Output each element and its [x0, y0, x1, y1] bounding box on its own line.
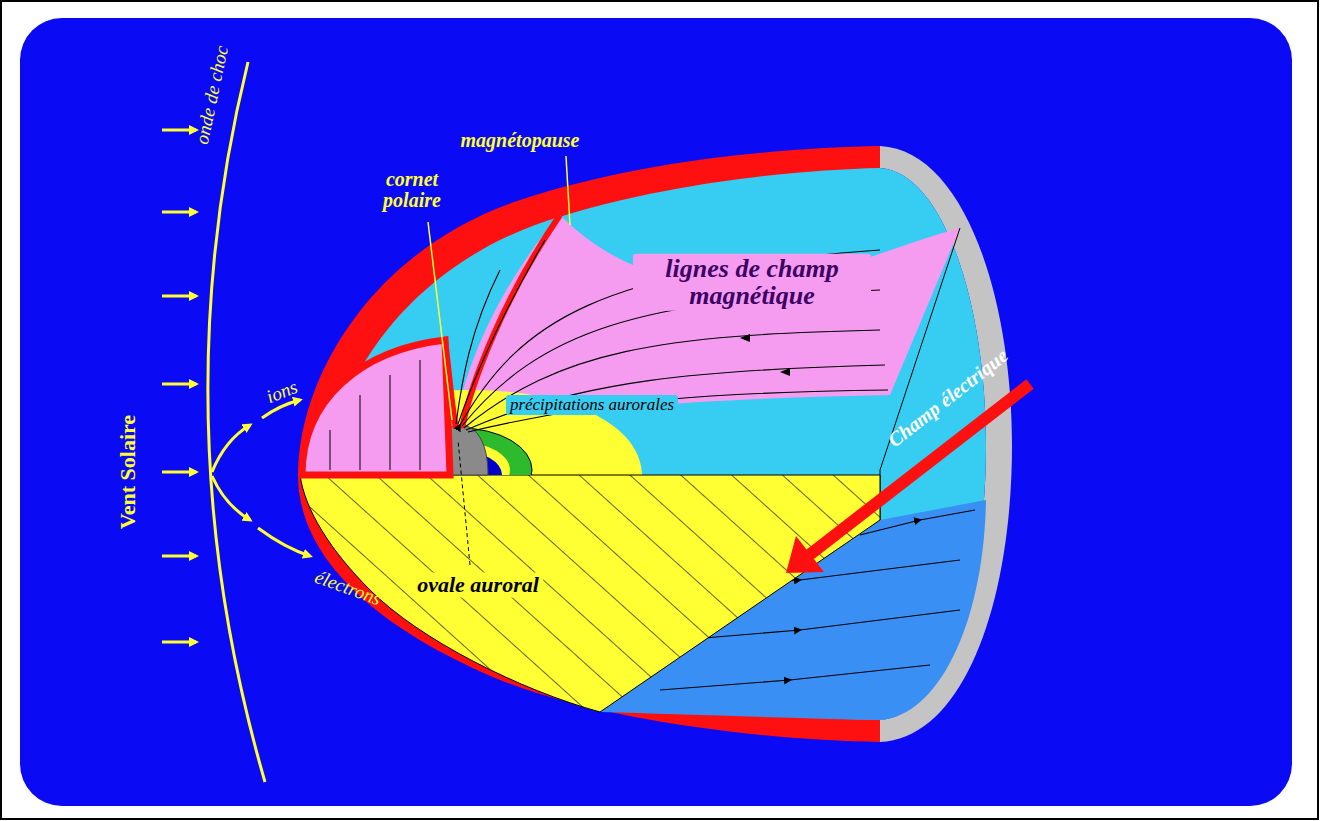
magnetopause-label: magnétopause: [461, 130, 580, 151]
electrons-label: électrons: [312, 567, 384, 609]
auroral-precipitation-label: précipitations aurorales: [506, 395, 678, 415]
ions-label: ions: [264, 377, 301, 407]
auroral-oval-label: ovale auroral: [413, 572, 543, 597]
polar-cusp-label: cornet polaire: [367, 169, 457, 211]
field-lines-label: lignes de champ magnétique: [633, 254, 871, 311]
solar-wind-label: Vent Solaire: [116, 415, 139, 529]
shock-wave-label: onde de choc: [192, 44, 232, 146]
electric-field-label: Champ électrique: [884, 345, 1012, 452]
